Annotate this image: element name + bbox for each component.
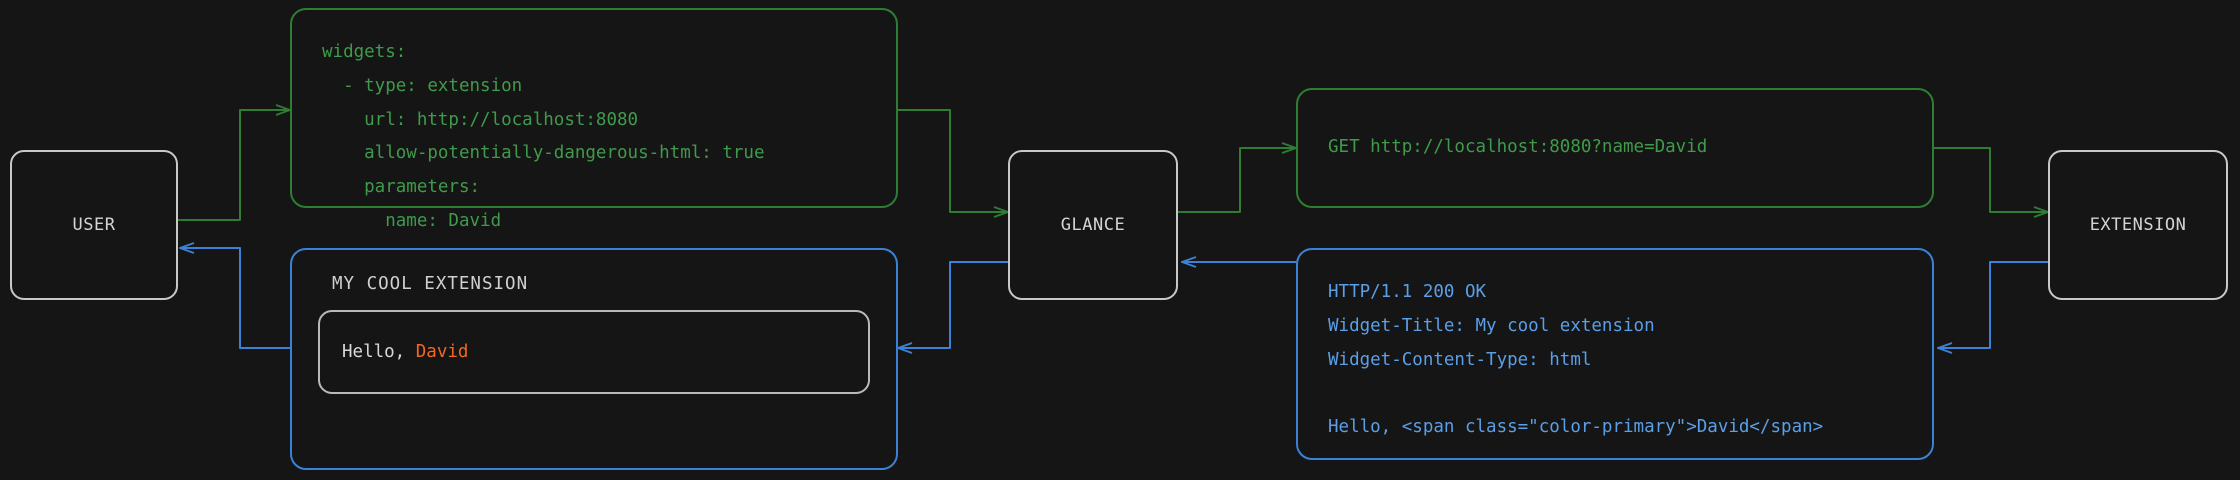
http-request-box: GET http://localhost:8080?name=David (1296, 88, 1934, 208)
greeting-prefix-text: Hello, (342, 342, 416, 362)
rendered-widget-title: MY COOL EXTENSION (332, 274, 529, 294)
node-user[interactable]: USER (10, 150, 178, 300)
greeting-name-text: David (415, 342, 469, 362)
node-glance[interactable]: GLANCE (1008, 150, 1178, 300)
node-extension-label: EXTENSION (2089, 215, 2187, 235)
config-yaml-text: widgets: - type: extension url: http://l… (322, 42, 765, 231)
connector-extension-to-response (1938, 261, 2048, 348)
rendered-widget-content: Hello, David (318, 310, 870, 394)
connector-widget-to-user (180, 248, 290, 349)
connector-glance-to-request (1178, 148, 1296, 213)
node-glance-label: GLANCE (1060, 215, 1126, 235)
node-extension[interactable]: EXTENSION (2048, 150, 2228, 300)
rendered-widget-greeting: Hello, David (342, 342, 846, 362)
config-yaml-box: widgets: - type: extension url: http://l… (290, 8, 898, 231)
connector-user-to-config (178, 110, 290, 221)
http-response-box: HTTP/1.1 200 OK Widget-Title: My cool ex… (1296, 248, 1934, 460)
http-request-text: GET http://localhost:8080?name=David (1328, 137, 1708, 158)
connector-config-to-glance (898, 109, 1008, 212)
connector-glance-to-widget (898, 261, 1008, 348)
http-response-text: HTTP/1.1 200 OK Widget-Title: My cool ex… (1328, 282, 1824, 438)
connector-request-to-extension (1934, 147, 2048, 212)
rendered-widget-box: MY COOL EXTENSION Hello, David (290, 248, 898, 470)
node-user-label: USER (72, 215, 116, 235)
